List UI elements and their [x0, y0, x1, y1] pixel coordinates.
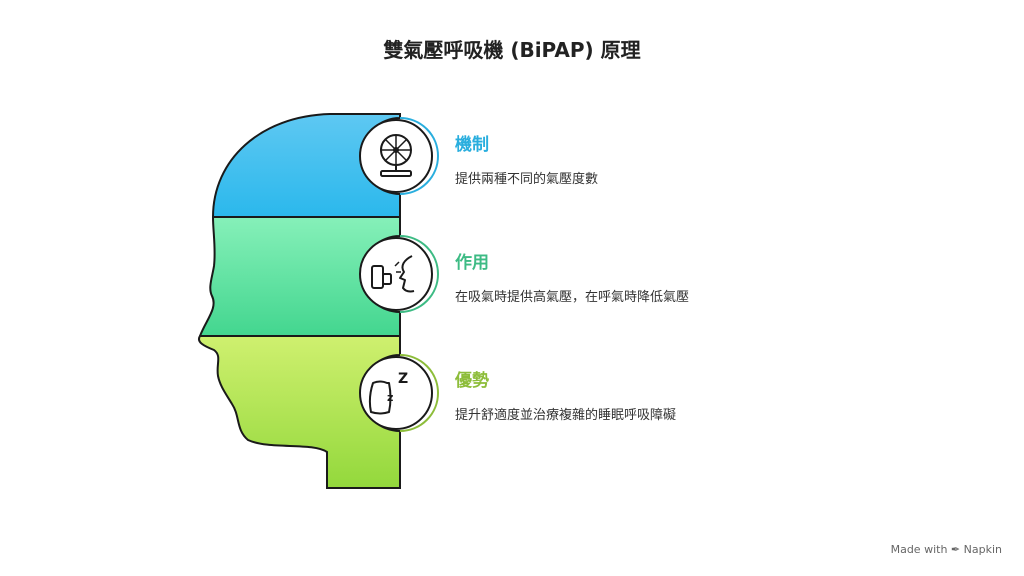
- section-description-mechanism: 提供兩種不同的氣壓度數: [455, 172, 599, 187]
- sleep-pillow-icon: Z z: [359, 356, 433, 430]
- inhaler-breath-icon: [359, 237, 433, 311]
- napkin-brand-label: Napkin: [963, 543, 1002, 556]
- svg-text:Z: Z: [398, 371, 408, 387]
- section-heading-advantage: 優勢: [455, 371, 489, 391]
- section-description-function: 在吸氣時提供高氣壓，在呼氣時降低氣壓: [455, 290, 690, 305]
- connector-arc-mechanism: [399, 117, 439, 195]
- section-description-advantage: 提升舒適度並治療複雜的睡眠呼吸障礙: [455, 408, 677, 423]
- section-heading-mechanism: 機制: [455, 135, 489, 155]
- connector-arc-advantage: [399, 354, 439, 432]
- fan-icon: [359, 119, 433, 193]
- made-with-footer[interactable]: Made with ✒ Napkin: [891, 543, 1002, 556]
- connector-arc-function: [399, 235, 439, 313]
- page-title: 雙氣壓呼吸機 (BiPAP) 原理: [383, 38, 641, 62]
- napkin-logo-icon: ✒: [950, 543, 961, 556]
- made-with-label: Made with: [890, 543, 948, 556]
- svg-text:z: z: [387, 391, 393, 404]
- section-heading-function: 作用: [455, 253, 489, 273]
